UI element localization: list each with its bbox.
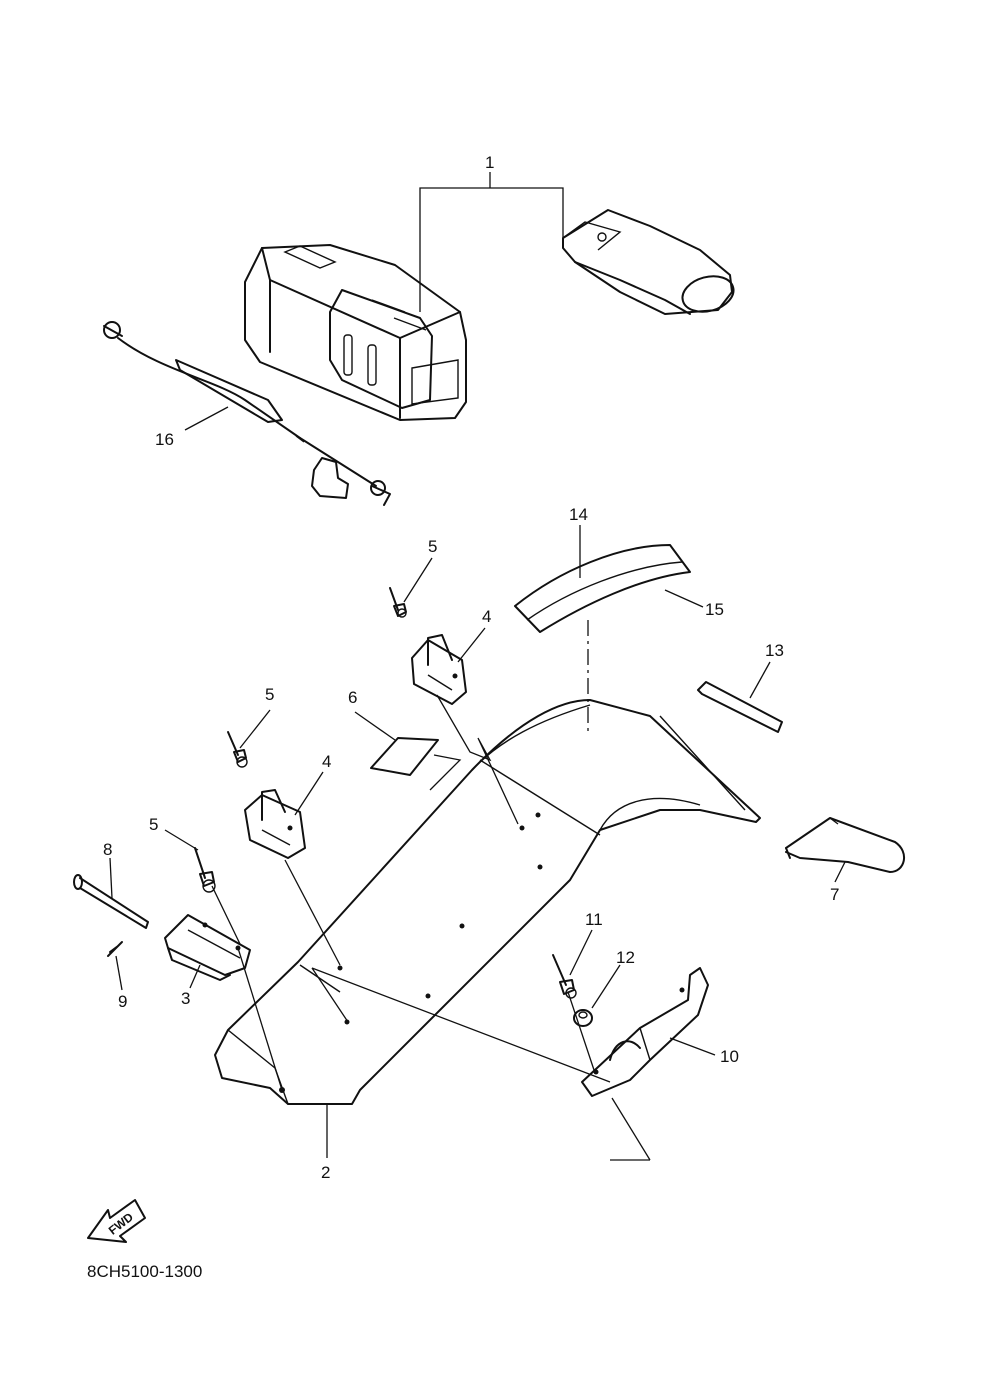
callout-16: 16 bbox=[155, 430, 174, 449]
leader-4a bbox=[294, 771, 324, 816]
diagram-code: 8CH5100-1300 bbox=[87, 1262, 202, 1281]
callout-2: 2 bbox=[321, 1163, 330, 1182]
assembly-line-3 bbox=[237, 947, 283, 1091]
tool-bag bbox=[244, 244, 467, 421]
screw-5-middle bbox=[227, 731, 248, 768]
grab-wire bbox=[785, 817, 905, 873]
rear-fender bbox=[214, 699, 761, 1105]
assembly-line-1 bbox=[436, 694, 519, 825]
assembly-line-6 bbox=[611, 1097, 651, 1161]
leader-15 bbox=[664, 589, 704, 608]
fwd-label: FWD bbox=[106, 1210, 136, 1238]
leader-3 bbox=[189, 964, 201, 989]
leader-4b bbox=[457, 627, 486, 663]
leader-12 bbox=[591, 964, 621, 1009]
assembly-line-5 bbox=[311, 967, 611, 1083]
bolt bbox=[73, 874, 149, 929]
callout-5c: 5 bbox=[149, 815, 158, 834]
screw-5-upper bbox=[389, 587, 407, 618]
callout-14: 14 bbox=[569, 505, 588, 524]
callout-3: 3 bbox=[181, 989, 190, 1008]
callout-12: 12 bbox=[616, 948, 635, 967]
callout-10: 10 bbox=[720, 1047, 739, 1066]
leader-5a bbox=[403, 557, 433, 603]
grommet bbox=[573, 1009, 593, 1027]
tool-pouch bbox=[562, 209, 735, 315]
cable-strap bbox=[103, 321, 391, 506]
callout-13: 13 bbox=[765, 641, 784, 660]
leader-6 bbox=[354, 711, 396, 741]
callout-5b: 5 bbox=[265, 685, 274, 704]
callout-9: 9 bbox=[118, 992, 127, 1011]
callout-4a: 4 bbox=[322, 752, 331, 771]
cotter-pin bbox=[107, 941, 123, 957]
leader-5c bbox=[164, 829, 199, 851]
assembly-line-4 bbox=[211, 885, 241, 945]
leader-10 bbox=[669, 1037, 716, 1056]
callout-8: 8 bbox=[103, 840, 112, 859]
leader-5b bbox=[239, 709, 271, 749]
callout-4b: 4 bbox=[482, 607, 491, 626]
assembly-line-2 bbox=[284, 859, 341, 966]
leader-9 bbox=[115, 955, 123, 991]
assembly-line-8 bbox=[567, 991, 595, 1071]
leader-1 bbox=[419, 172, 564, 312]
screw-11 bbox=[552, 954, 577, 999]
leader-13 bbox=[749, 661, 771, 699]
leader-8 bbox=[109, 857, 113, 899]
label-sticker bbox=[370, 737, 439, 776]
mount-clip-upper bbox=[411, 634, 467, 705]
assembly-line-7 bbox=[429, 754, 462, 791]
rubber-strip bbox=[697, 681, 783, 733]
mount-clip-left bbox=[244, 789, 306, 859]
callout-7: 7 bbox=[830, 885, 839, 904]
callout-5a: 5 bbox=[428, 537, 437, 556]
hinge-bracket bbox=[164, 914, 251, 981]
leader-7 bbox=[834, 861, 846, 883]
callout-11: 11 bbox=[585, 910, 603, 929]
fwd-arrow-icon: FWD bbox=[87, 1199, 146, 1243]
screw-5-lower bbox=[194, 847, 216, 893]
callout-15: 15 bbox=[705, 600, 724, 619]
leader-16 bbox=[184, 406, 229, 431]
callout-1: 1 bbox=[485, 153, 494, 172]
decal bbox=[514, 544, 691, 633]
latch-bracket bbox=[581, 967, 709, 1097]
leader-11 bbox=[569, 929, 593, 976]
callout-6: 6 bbox=[348, 688, 357, 707]
